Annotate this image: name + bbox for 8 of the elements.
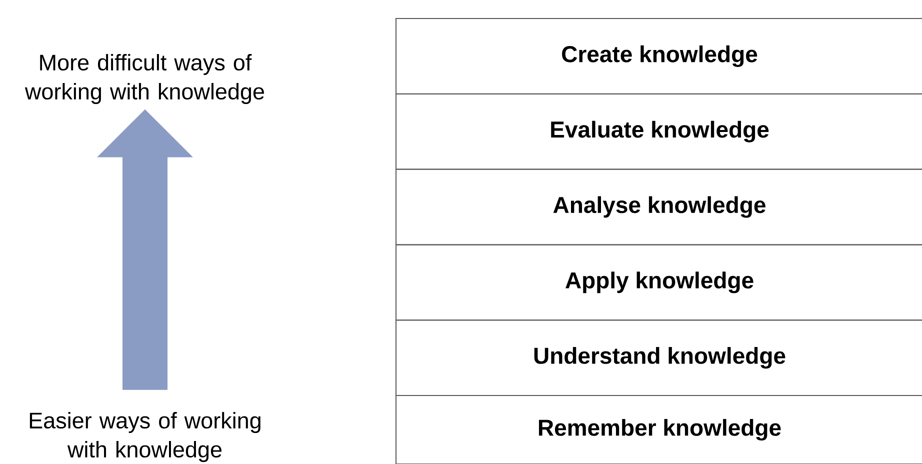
level-row: Analyse knowledge <box>396 168 922 246</box>
level-row: Understand knowledge <box>396 320 922 396</box>
caption-text: Easier ways of working with knowledge <box>30 412 260 462</box>
level-row: Evaluate knowledge <box>396 93 922 170</box>
caption-text: More difficult ways of working with knowledge <box>24 54 264 104</box>
level-row: Remember knowledge <box>396 395 922 464</box>
level-row: Apply knowledge <box>396 244 922 321</box>
level-row: Create knowledge <box>396 18 922 94</box>
